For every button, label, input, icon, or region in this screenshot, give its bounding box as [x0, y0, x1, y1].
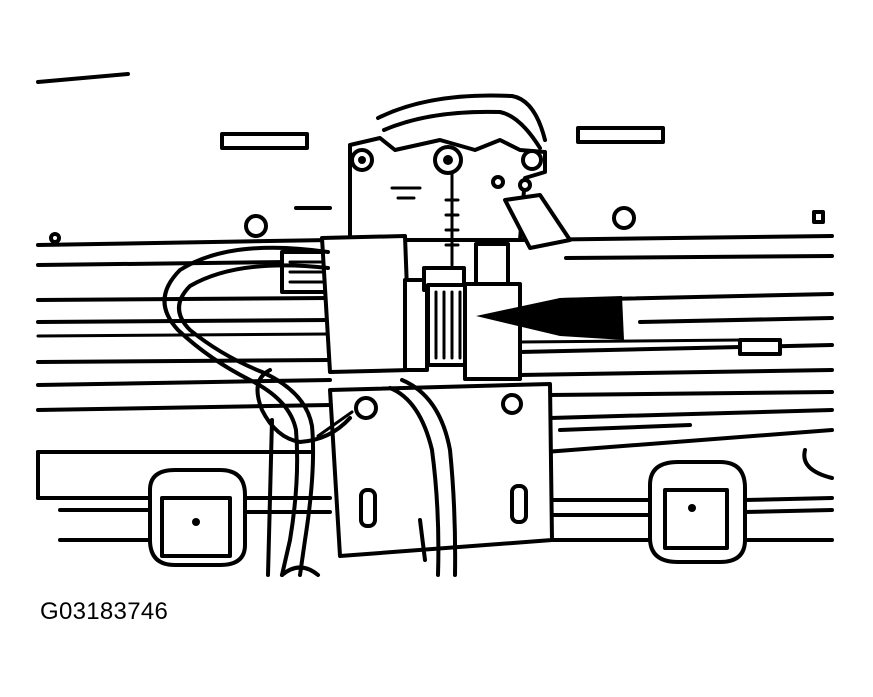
- actuator-housing: [244, 93, 636, 267]
- top-slots: [49, 126, 825, 244]
- frame-rails: [36, 72, 834, 432]
- lower-bracket: [328, 382, 554, 558]
- motor-block: [280, 234, 429, 374]
- right-mount: [648, 460, 747, 564]
- sensor-connector: [422, 242, 782, 381]
- pointer-arrow: [476, 296, 624, 340]
- wire-harness: [162, 245, 458, 577]
- figure-code: G03183746: [40, 598, 169, 625]
- lower-crossmember: [36, 428, 834, 542]
- left-mount: [148, 468, 247, 567]
